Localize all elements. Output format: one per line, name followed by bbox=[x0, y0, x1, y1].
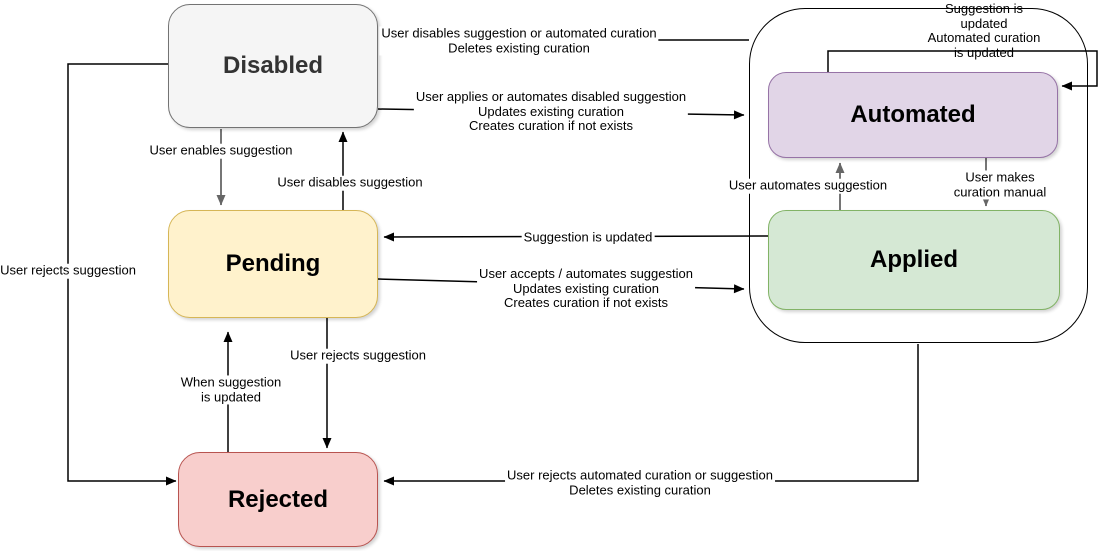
edge-label-applied-to-pending: Suggestion is updated bbox=[521, 229, 655, 246]
state-disabled: Disabled bbox=[168, 4, 378, 128]
state-rejected: Rejected bbox=[178, 452, 378, 547]
state-disabled-label: Disabled bbox=[222, 52, 324, 79]
edge-automated-self-loop bbox=[827, 50, 1098, 91]
edge-label-disabled-to-pending: User enables suggestion bbox=[147, 142, 295, 159]
state-automated: Automated bbox=[768, 72, 1058, 158]
state-automated-label: Automated bbox=[850, 101, 976, 128]
edge-label-group-to-rejected: User rejects automated curation or sugge… bbox=[505, 467, 775, 498]
edge-label-rejected-to-pending: When suggestion is updated bbox=[178, 374, 284, 405]
edge-label-disabled-to-rejected: User rejects suggestion bbox=[0, 262, 138, 279]
state-pending-label: Pending bbox=[225, 250, 321, 277]
edge-group-to-rejected bbox=[383, 344, 919, 486]
edge-label-pending-to-disabled: User disables suggestion bbox=[275, 174, 425, 191]
edge-label-automated-to-applied: User makes curation manual bbox=[946, 170, 1054, 200]
edge-label-automated-self-loop: Suggestion is updated Automated curation… bbox=[927, 0, 1041, 60]
edge-label-group-to-disabled: User disables suggestion or automated cu… bbox=[379, 25, 659, 56]
state-applied-label: Applied bbox=[870, 246, 958, 273]
state-rejected-label: Rejected bbox=[227, 485, 329, 513]
edge-label-pending-to-rejected: User rejects suggestion bbox=[288, 347, 428, 364]
edge-label-disabled-to-group: User applies or automates disabled sugge… bbox=[413, 89, 689, 134]
edge-label-pending-to-group: User accepts / automates suggestion Upda… bbox=[477, 266, 695, 311]
state-applied: Applied bbox=[768, 210, 1060, 310]
curation-group-container bbox=[749, 8, 1088, 343]
edge-label-applied-to-automated: User automates suggestion bbox=[726, 177, 890, 194]
state-pending: Pending bbox=[168, 210, 378, 318]
